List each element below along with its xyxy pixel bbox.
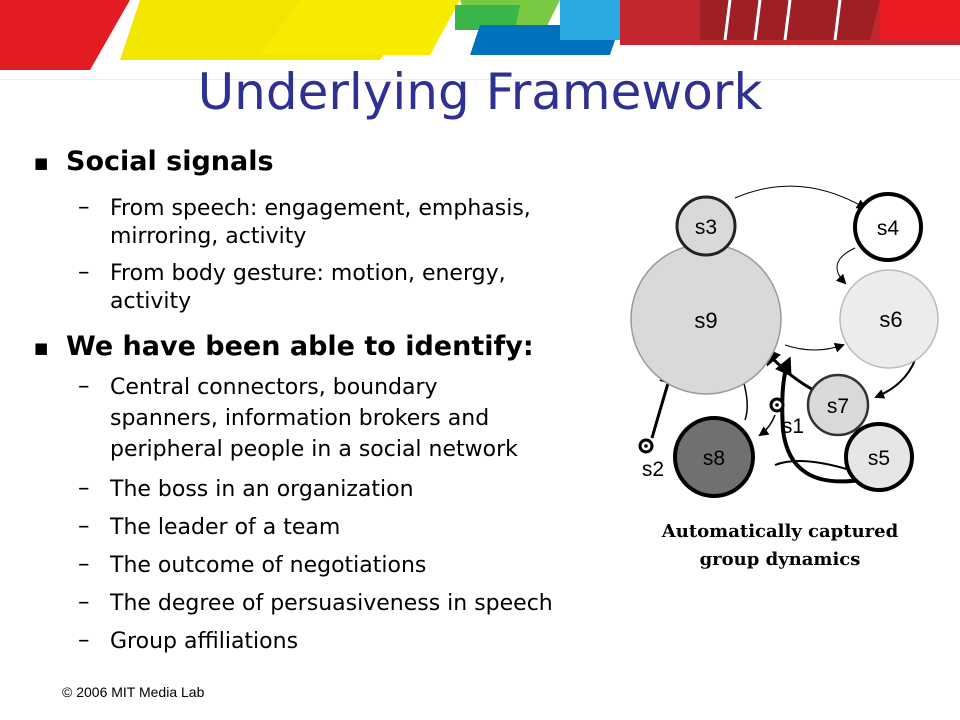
node-label-s3: s3 [695, 216, 717, 239]
node-s5: s5 [844, 422, 914, 492]
bullet-marker: ■ [34, 339, 49, 357]
dash-marker: – [78, 259, 90, 285]
node-label-s7: s7 [827, 395, 849, 418]
subitem-line: mirroring, activity [110, 224, 307, 249]
caption-line: Automatically captured [661, 521, 899, 542]
dash-marker: – [78, 627, 90, 653]
edge-s3-s4 [734, 185, 867, 210]
subitem-line: activity [110, 289, 192, 314]
edge-s9-s6 [784, 342, 845, 353]
subitem-line: From body gesture: motion, energy, [110, 261, 506, 286]
decorative-banner [0, 0, 960, 80]
subitem-line: spanners, information brokers and [110, 406, 490, 431]
marker-label-s1: s1 [782, 415, 804, 438]
node-label-s5: s5 [868, 447, 890, 470]
diagram-caption: Automatically captured group dynamics [630, 518, 930, 574]
edge-s5-s8 [774, 460, 851, 471]
node-s6: s6 [839, 269, 939, 369]
marker-s1: s1 [769, 397, 804, 438]
node-s3: s3 [675, 195, 737, 257]
dash-marker: – [78, 513, 90, 539]
marker-label-s2: s2 [642, 458, 664, 481]
slide-title: Underlying Framework [197, 63, 763, 121]
edge-s1-s8 [758, 414, 776, 437]
subitem-line: From speech: engagement, emphasis, [110, 196, 531, 221]
edge-s6-s7 [874, 359, 916, 399]
marker-s2: s2 [638, 438, 664, 481]
group-dynamics-diagram: s9 s3 s4 s6 s7 s8 s5 s1 s2 [630, 185, 939, 498]
node-label-s4: s4 [877, 217, 900, 240]
node-label-s6: s6 [879, 307, 902, 332]
subitem-line: The degree of persuasiveness in speech [110, 591, 553, 616]
dash-marker: – [78, 373, 90, 399]
dash-marker: – [78, 194, 90, 220]
subitem-line: Group affiliations [110, 629, 299, 654]
heading-social-signals: Social signals [66, 146, 274, 177]
edge-s4-s6 [835, 247, 856, 285]
edge-s5-s9 [775, 356, 861, 484]
dash-marker: – [78, 551, 90, 577]
node-s8: s8 [673, 416, 755, 498]
subitem-line: The leader of a team [110, 515, 341, 540]
dash-marker: – [78, 589, 90, 615]
footer-copyright: © 2006 MIT Media Lab [62, 684, 205, 700]
subitem-line: The outcome of negotiations [110, 553, 427, 578]
subitem-line: peripheral people in a social network [110, 437, 518, 462]
node-s4: s4 [853, 192, 923, 262]
bullet-marker: ■ [34, 154, 49, 172]
heading-identify: We have been able to identify: [66, 331, 534, 362]
caption-line: group dynamics [699, 549, 861, 570]
node-label-s9: s9 [694, 308, 717, 333]
subitem-line: Central connectors, boundary [110, 375, 438, 400]
dash-marker: – [78, 475, 90, 501]
subitem-line: The boss in an organization [110, 477, 414, 502]
node-s9: s9 [630, 243, 782, 395]
node-s7: s7 [806, 373, 870, 437]
node-label-s8: s8 [703, 447, 725, 470]
